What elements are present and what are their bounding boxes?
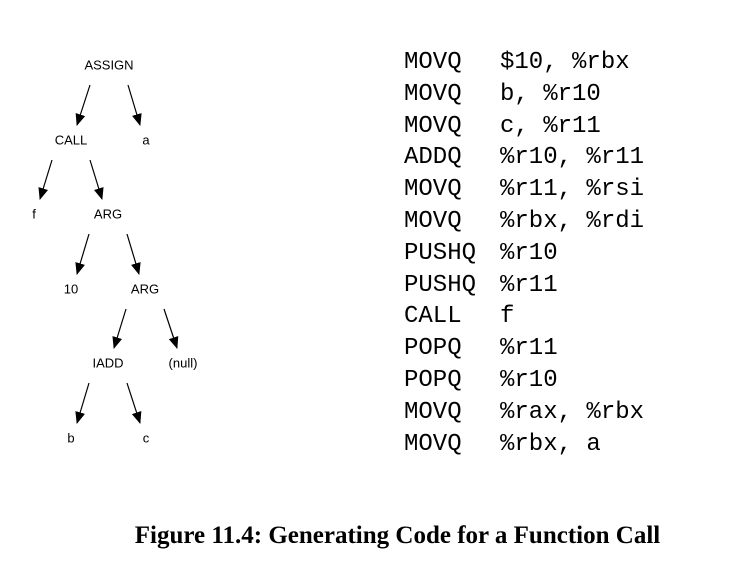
code-operands: b, %r10 — [500, 80, 601, 108]
code-operands: %r10 — [500, 239, 558, 267]
tree-edge-arg2-iadd — [112, 308, 127, 349]
code-opcode: MOVQ — [404, 112, 462, 140]
tree-edge-arg1-arg2 — [126, 233, 141, 275]
code-operands: %r10 — [500, 366, 558, 394]
code-opcode: POPQ — [404, 335, 462, 363]
tree-node-b: b — [67, 430, 74, 445]
code-line: MOVQ c, %r11 — [404, 111, 644, 143]
tree-edge-iadd-b — [75, 382, 90, 424]
code-line: MOVQ %rbx, %rdi — [404, 206, 644, 238]
tree-node-assign: ASSIGN — [84, 57, 133, 72]
code-line: MOVQ %rax, %rbx — [404, 397, 644, 429]
code-opcode: PUSHQ — [404, 239, 477, 267]
tree-node-f: f — [32, 206, 36, 221]
tree-node-null: (null) — [169, 355, 198, 370]
code-line: MOVQ %r11, %rsi — [404, 174, 644, 206]
code-line: MOVQ %rbx, a — [404, 429, 644, 461]
code-opcode: MOVQ — [404, 430, 462, 458]
tree-node-a: a — [142, 132, 150, 147]
code-line: POPQ %r10 — [404, 365, 644, 397]
code-line: POPQ %r11 — [404, 333, 644, 365]
code-operands: %rbx, a — [500, 430, 601, 458]
code-line: PUSHQ %r10 — [404, 238, 644, 270]
code-line: CALL f — [404, 301, 644, 333]
code-opcode: MOVQ — [404, 176, 462, 204]
code-operands: $10, %rbx — [500, 49, 630, 76]
tree-edge-arg1-ten — [75, 233, 90, 275]
tree-edge-assign-call — [75, 84, 91, 126]
tree-node-arg2: ARG — [131, 281, 159, 296]
code-opcode: MOVQ — [404, 80, 462, 108]
code-operands: c, %r11 — [500, 112, 601, 140]
tree-edge-iadd-c — [126, 382, 142, 424]
code-opcode: MOVQ — [404, 207, 462, 235]
code-line: PUSHQ %r11 — [404, 270, 644, 302]
tree-edge-assign-a — [127, 84, 142, 126]
code-opcode: MOVQ — [404, 49, 462, 76]
tree-edge-call-f — [38, 159, 53, 200]
tree-node-iadd: IADD — [92, 355, 123, 370]
tree-edge-arg2-null — [163, 308, 179, 349]
code-opcode: POPQ — [404, 366, 462, 394]
tree-node-call: CALL — [55, 132, 88, 147]
code-operands: %rbx, %rdi — [500, 207, 645, 235]
tree-node-c: c — [143, 430, 150, 445]
code-operands: f — [500, 303, 515, 331]
code-opcode: ADDQ — [404, 144, 462, 172]
code-opcode: PUSHQ — [404, 271, 477, 299]
code-line: MOVQ b, %r10 — [404, 79, 644, 111]
code-operands: %r11 — [500, 335, 558, 363]
code-opcode: MOVQ — [404, 398, 462, 426]
figure-caption: Figure 11.4: Generating Code for a Funct… — [134, 522, 661, 549]
code-line: ADDQ %r10, %r11 — [404, 142, 644, 174]
tree-node-ten: 10 — [64, 281, 78, 296]
code-operands: %rax, %rbx — [500, 398, 645, 426]
code-operands: %r10, %r11 — [500, 144, 645, 172]
code-line: MOVQ $10, %rbx — [404, 47, 644, 79]
code-opcode: CALL — [404, 303, 462, 331]
tree-edges — [38, 84, 179, 424]
tree-node-arg1: ARG — [94, 206, 122, 221]
code-operands: %r11 — [500, 271, 558, 299]
code-operands: %r11, %rsi — [500, 176, 645, 204]
tree-edge-call-arg1 — [89, 159, 104, 200]
